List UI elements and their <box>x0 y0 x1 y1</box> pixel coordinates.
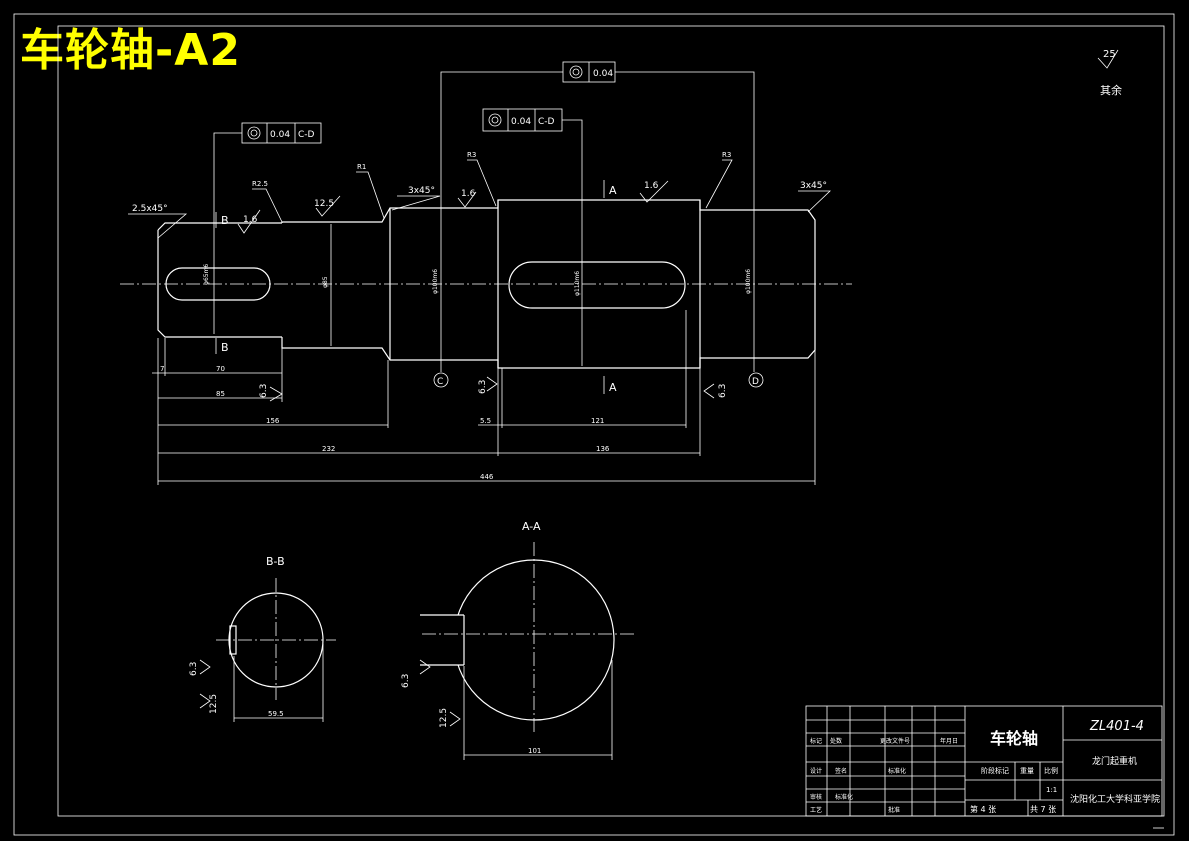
label-check: 审核 <box>810 793 822 801</box>
title-machine: 龙门起重机 <box>1092 755 1137 767</box>
radius-r3a: R3 <box>467 151 476 159</box>
tolerance-frame-top: 0.04 <box>440 61 755 212</box>
section-bb-dim: 59.5 <box>268 710 284 718</box>
title-drawing-no: ZL401-4 <box>1089 719 1144 734</box>
section-aa-roughness-2: 12.5 <box>439 708 449 728</box>
diameter-label-2: φ85 <box>322 276 329 288</box>
label-file: 更改文件号 <box>880 737 910 745</box>
chamfer-right: 3x45° <box>800 181 827 191</box>
dim-232: 232 <box>322 445 335 453</box>
datum-d: D <box>752 377 759 387</box>
section-aa-roughness-1: 6.3 <box>401 674 411 688</box>
tolerance-top-value: 0.04 <box>593 69 613 79</box>
chamfer-left: 2.5x45° <box>132 204 168 214</box>
label-design: 设计 <box>810 767 822 775</box>
diameter-label-5: φ100m6 <box>745 269 752 294</box>
roughness-e: 6.3 <box>259 384 269 398</box>
title-sheet: 第 4 张 <box>970 804 996 814</box>
roughness-d: 1.6 <box>644 181 659 191</box>
dim-136: 136 <box>596 445 610 453</box>
radius-r1: R1 <box>357 163 366 171</box>
tolerance-left-datum: C-D <box>298 130 315 140</box>
radius-r3b: R3 <box>722 151 731 159</box>
section-bb-roughness-2: 12.5 <box>209 694 219 714</box>
large-keyway <box>508 261 686 309</box>
dim-70: 70 <box>216 365 225 373</box>
datum-c: C <box>437 377 443 387</box>
section-bb-roughness-1: 6.3 <box>189 662 199 676</box>
label-approve: 批准 <box>888 806 900 814</box>
tolerance-mid-datum: C-D <box>538 117 555 127</box>
title-scale-label: 比例 <box>1044 766 1058 775</box>
title-school: 沈阳化工大学科亚学院 <box>1070 793 1160 805</box>
title-weight-label: 重量 <box>1020 767 1034 775</box>
section-mark-b-bottom: B <box>221 341 229 354</box>
roughness-g: 6.3 <box>718 384 728 398</box>
chamfer-mid: 3x45° <box>408 186 435 196</box>
label-sign: 签名 <box>835 767 847 775</box>
general-roughness-note: 其余 <box>1100 83 1122 97</box>
label-stdz: 标准化 <box>835 793 853 801</box>
section-a-a: A-A 6.3 12.5 101 <box>401 520 634 760</box>
section-mark-b-top: B <box>221 214 229 227</box>
diameter-label-4: φ110m6 <box>574 271 581 296</box>
label-std: 标准化 <box>888 767 906 775</box>
roughness-b: 12.5 <box>314 199 334 209</box>
section-bb-title: B-B <box>266 555 285 568</box>
tolerance-frame-mid: 0.04 C-D <box>482 108 583 202</box>
dim-85: 85 <box>216 390 225 398</box>
outer-frame <box>13 13 1175 836</box>
shaft-outline <box>157 199 816 369</box>
dim-7: 7 <box>160 365 164 373</box>
general-roughness-value: 25 <box>1103 49 1116 60</box>
tolerance-frame-left: 0.04 C-D <box>213 122 322 226</box>
section-b-b: B-B 6.3 12.5 59.5 <box>189 555 336 722</box>
roughness-a: 1.6 <box>243 215 258 225</box>
small-keyway <box>165 267 271 301</box>
title-stage-label: 阶段标记 <box>981 766 1009 775</box>
title-block: 车轮轴 ZL401-4 龙门起重机 沈阳化工大学科亚学院 阶段标记 重量 比例 … <box>805 705 1163 817</box>
diameter-label-3: φ100m6 <box>432 269 439 294</box>
roughness-c: 1.6 <box>461 189 476 199</box>
title-total: 共 7 张 <box>1030 805 1056 814</box>
label-count: 处数 <box>830 737 842 745</box>
label-mark: 标记 <box>810 737 822 745</box>
title-part-name: 车轮轴 <box>990 729 1038 748</box>
tolerance-mid-value: 0.04 <box>511 117 531 127</box>
inner-frame <box>57 25 1165 817</box>
section-mark-a-bottom: A <box>609 381 617 394</box>
label-date: 年月日 <box>940 737 958 745</box>
section-mark-a-top: A <box>609 184 617 197</box>
diameter-label-1: φ65m6 <box>203 264 210 285</box>
dim-156: 156 <box>266 417 280 425</box>
tolerance-left-value: 0.04 <box>270 130 290 140</box>
section-aa-dim: 101 <box>528 747 541 755</box>
title-scale: 1:1 <box>1046 786 1057 794</box>
dim-446: 446 <box>480 473 494 481</box>
drawing-banner-title: 车轮轴-A2 <box>20 25 241 76</box>
dim-5-5: 5.5 <box>480 417 491 425</box>
roughness-f: 6.3 <box>478 380 488 394</box>
dim-121: 121 <box>591 417 604 425</box>
label-craft: 工艺 <box>810 806 822 814</box>
general-roughness-symbol: 25 其余 <box>1097 49 1122 97</box>
radius-r25: R2.5 <box>252 180 268 188</box>
section-aa-title: A-A <box>522 520 541 533</box>
